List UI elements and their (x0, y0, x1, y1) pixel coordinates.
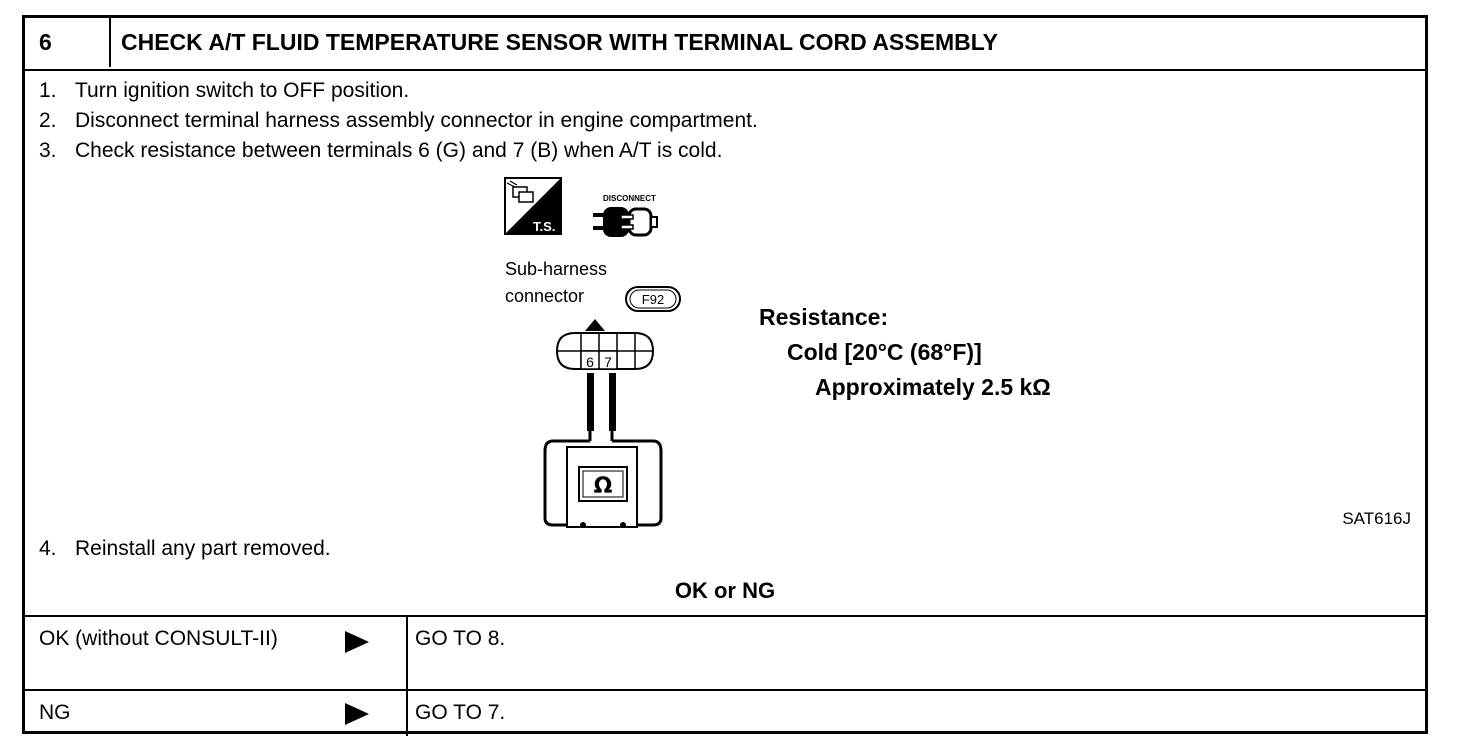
instruction-step: 3. Check resistance between terminals 6 (… (39, 136, 758, 166)
step-number: 6 (25, 18, 111, 67)
step-index: 3. (39, 139, 57, 162)
test-probes (587, 373, 616, 441)
ts-label: T.S. (533, 219, 555, 234)
result-condition: OK (without CONSULT-II) (39, 627, 278, 650)
connector-label: connector (505, 286, 585, 306)
connector-code: F92 (642, 292, 664, 307)
resistance-condition: Cold [20°C (68°F)] (787, 339, 982, 365)
ohmmeter: Ω (566, 446, 638, 528)
column-divider (406, 691, 408, 736)
terminal-6-label: 6 (586, 354, 594, 370)
result-condition: NG (39, 701, 71, 724)
ohm-symbol: Ω (594, 474, 613, 499)
column-divider (406, 617, 408, 691)
result-action: GO TO 7. (415, 701, 506, 724)
connector-code-badge: F92 (625, 286, 681, 312)
step-text: Turn ignition switch to OFF position. (75, 79, 410, 102)
step-text: Reinstall any part removed. (75, 537, 331, 560)
arrow-right-icon (345, 631, 369, 653)
step-index: 1. (39, 79, 57, 102)
step-text: Disconnect terminal harness assembly con… (75, 109, 758, 132)
instruction-step: 4. Reinstall any part removed. (39, 534, 331, 564)
disconnect-icon: DISCONNECT (593, 194, 658, 237)
terminal-7-label: 7 (604, 354, 612, 370)
result-row-ng: NG GO TO 7. (25, 689, 1425, 736)
instruction-step: 1. Turn ignition switch to OFF position. (39, 76, 758, 106)
step-title: CHECK A/T FLUID TEMPERATURE SENSOR WITH … (121, 29, 998, 55)
instruction-list: 1.Turn ignition switch to OFF position. … (39, 76, 758, 166)
ts-tool-icon: T.S. (504, 177, 562, 235)
procedure-table: 6 CHECK A/T FLUID TEMPERATURE SENSOR WIT… (22, 15, 1428, 736)
harness-connector: 6 7 (555, 332, 655, 370)
arrow-right-icon (345, 703, 369, 725)
instruction-step: 2. Disconnect terminal harness assembly c… (39, 106, 758, 136)
step-header: 6 CHECK A/T FLUID TEMPERATURE SENSOR WIT… (25, 18, 1425, 71)
disconnect-label: DISCONNECT (603, 194, 656, 203)
step-index: 4. (39, 537, 57, 560)
figure-code: SAT616J (1342, 509, 1411, 528)
ok-ng-label: OK or NG (674, 578, 776, 603)
step-text: Check resistance between terminals 6 (G)… (75, 139, 723, 162)
result-row-ok: OK (without CONSULT-II) GO TO 8. (25, 615, 1425, 691)
resistance-spec: Resistance: Cold [20°C (68°F)] Approxima… (759, 300, 1051, 405)
resistance-heading: Resistance: (759, 304, 889, 330)
sub-harness-label: Sub-harness (505, 259, 608, 279)
result-action: GO TO 8. (415, 627, 506, 650)
step-index: 2. (39, 109, 57, 132)
resistance-value: Approximately 2.5 kΩ (815, 374, 1051, 400)
connector-diagram: T.S. DISCONNECT F92 (495, 173, 695, 528)
ohmmeter-connection-illustration: T.S. DISCONNECT F92 (504, 177, 681, 528)
